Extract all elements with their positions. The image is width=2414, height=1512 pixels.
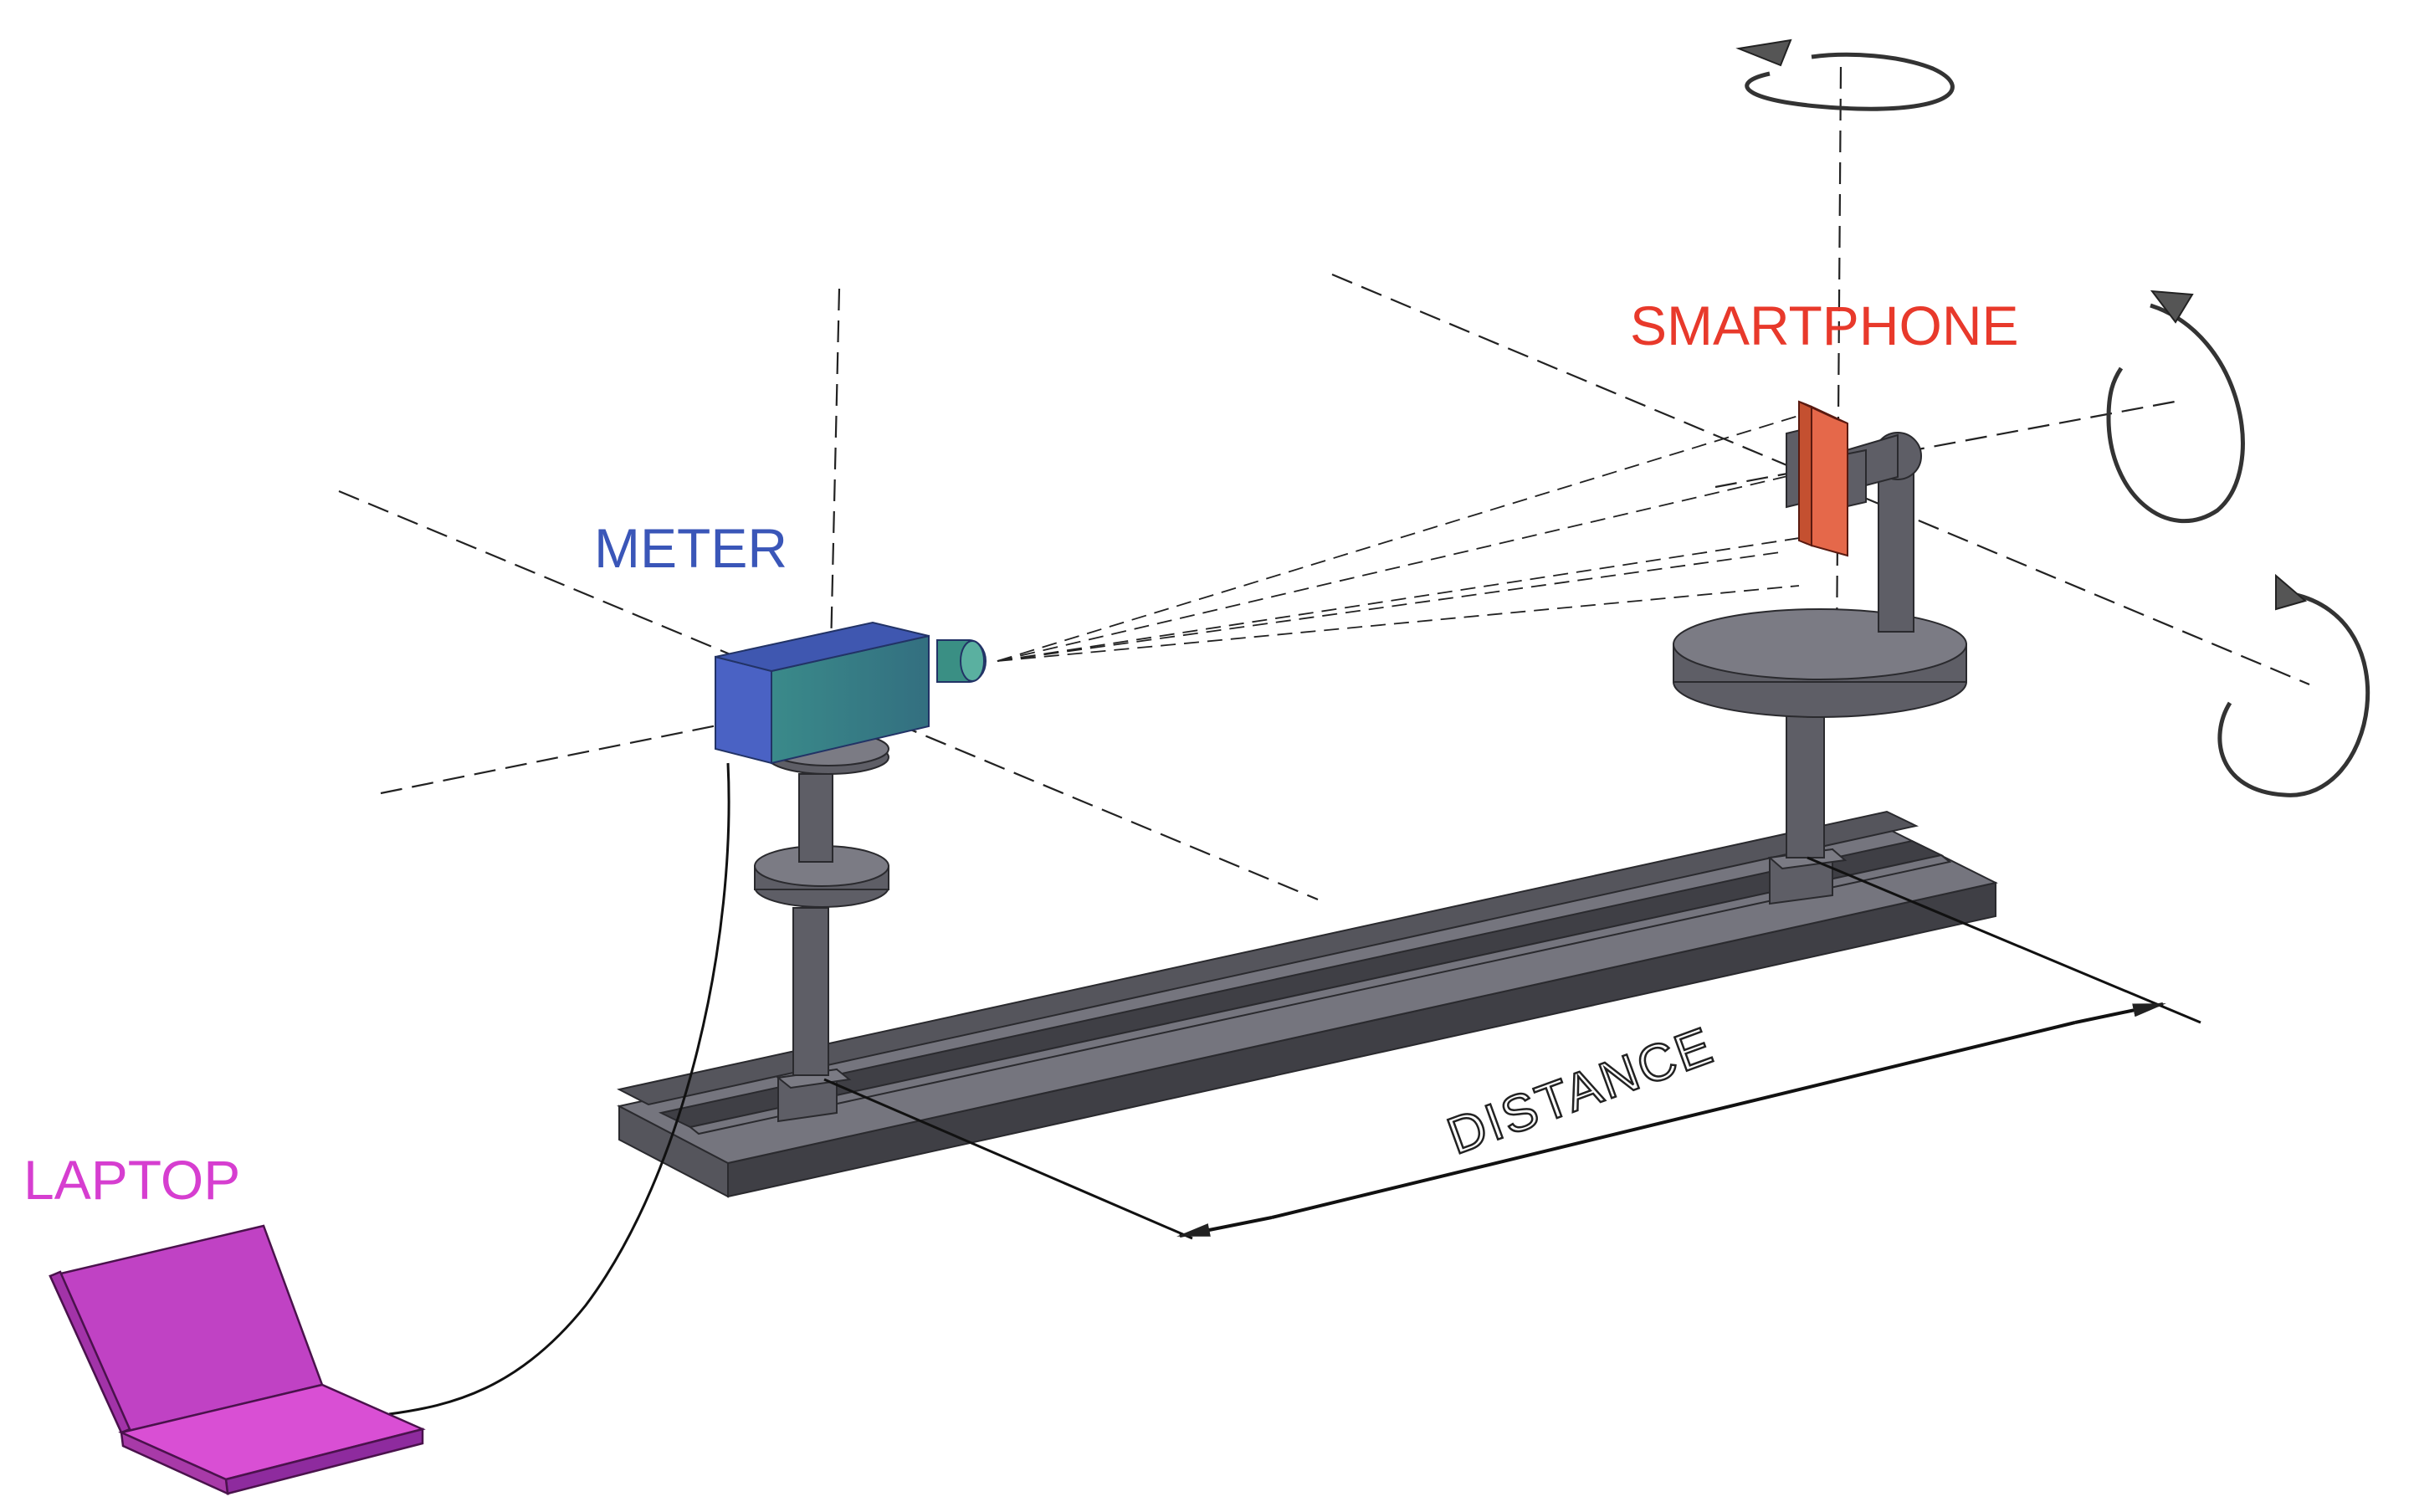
rotation-arrows xyxy=(1735,38,2370,797)
laptop-device xyxy=(49,1224,426,1496)
dimension-arrow-icon xyxy=(2074,1002,2166,1024)
data-cable xyxy=(388,762,730,1416)
meter-label: METER xyxy=(594,517,787,579)
laptop-label: LAPTOP xyxy=(23,1149,240,1211)
meter-device xyxy=(715,621,987,765)
rotation-arrow-icon xyxy=(1735,38,1955,111)
smartphone-device xyxy=(1798,400,1848,557)
dimension-arrow-icon xyxy=(1176,1216,1273,1238)
smartphone-stand xyxy=(1673,427,1967,905)
rotation-arrow-icon xyxy=(2106,290,2245,523)
smartphone-label: SMARTPHONE xyxy=(1630,295,2019,356)
rotation-arrow-icon xyxy=(2217,573,2370,797)
measurement-beam xyxy=(997,409,1821,662)
rail xyxy=(617,810,1998,1198)
construction-axes xyxy=(338,66,2310,901)
